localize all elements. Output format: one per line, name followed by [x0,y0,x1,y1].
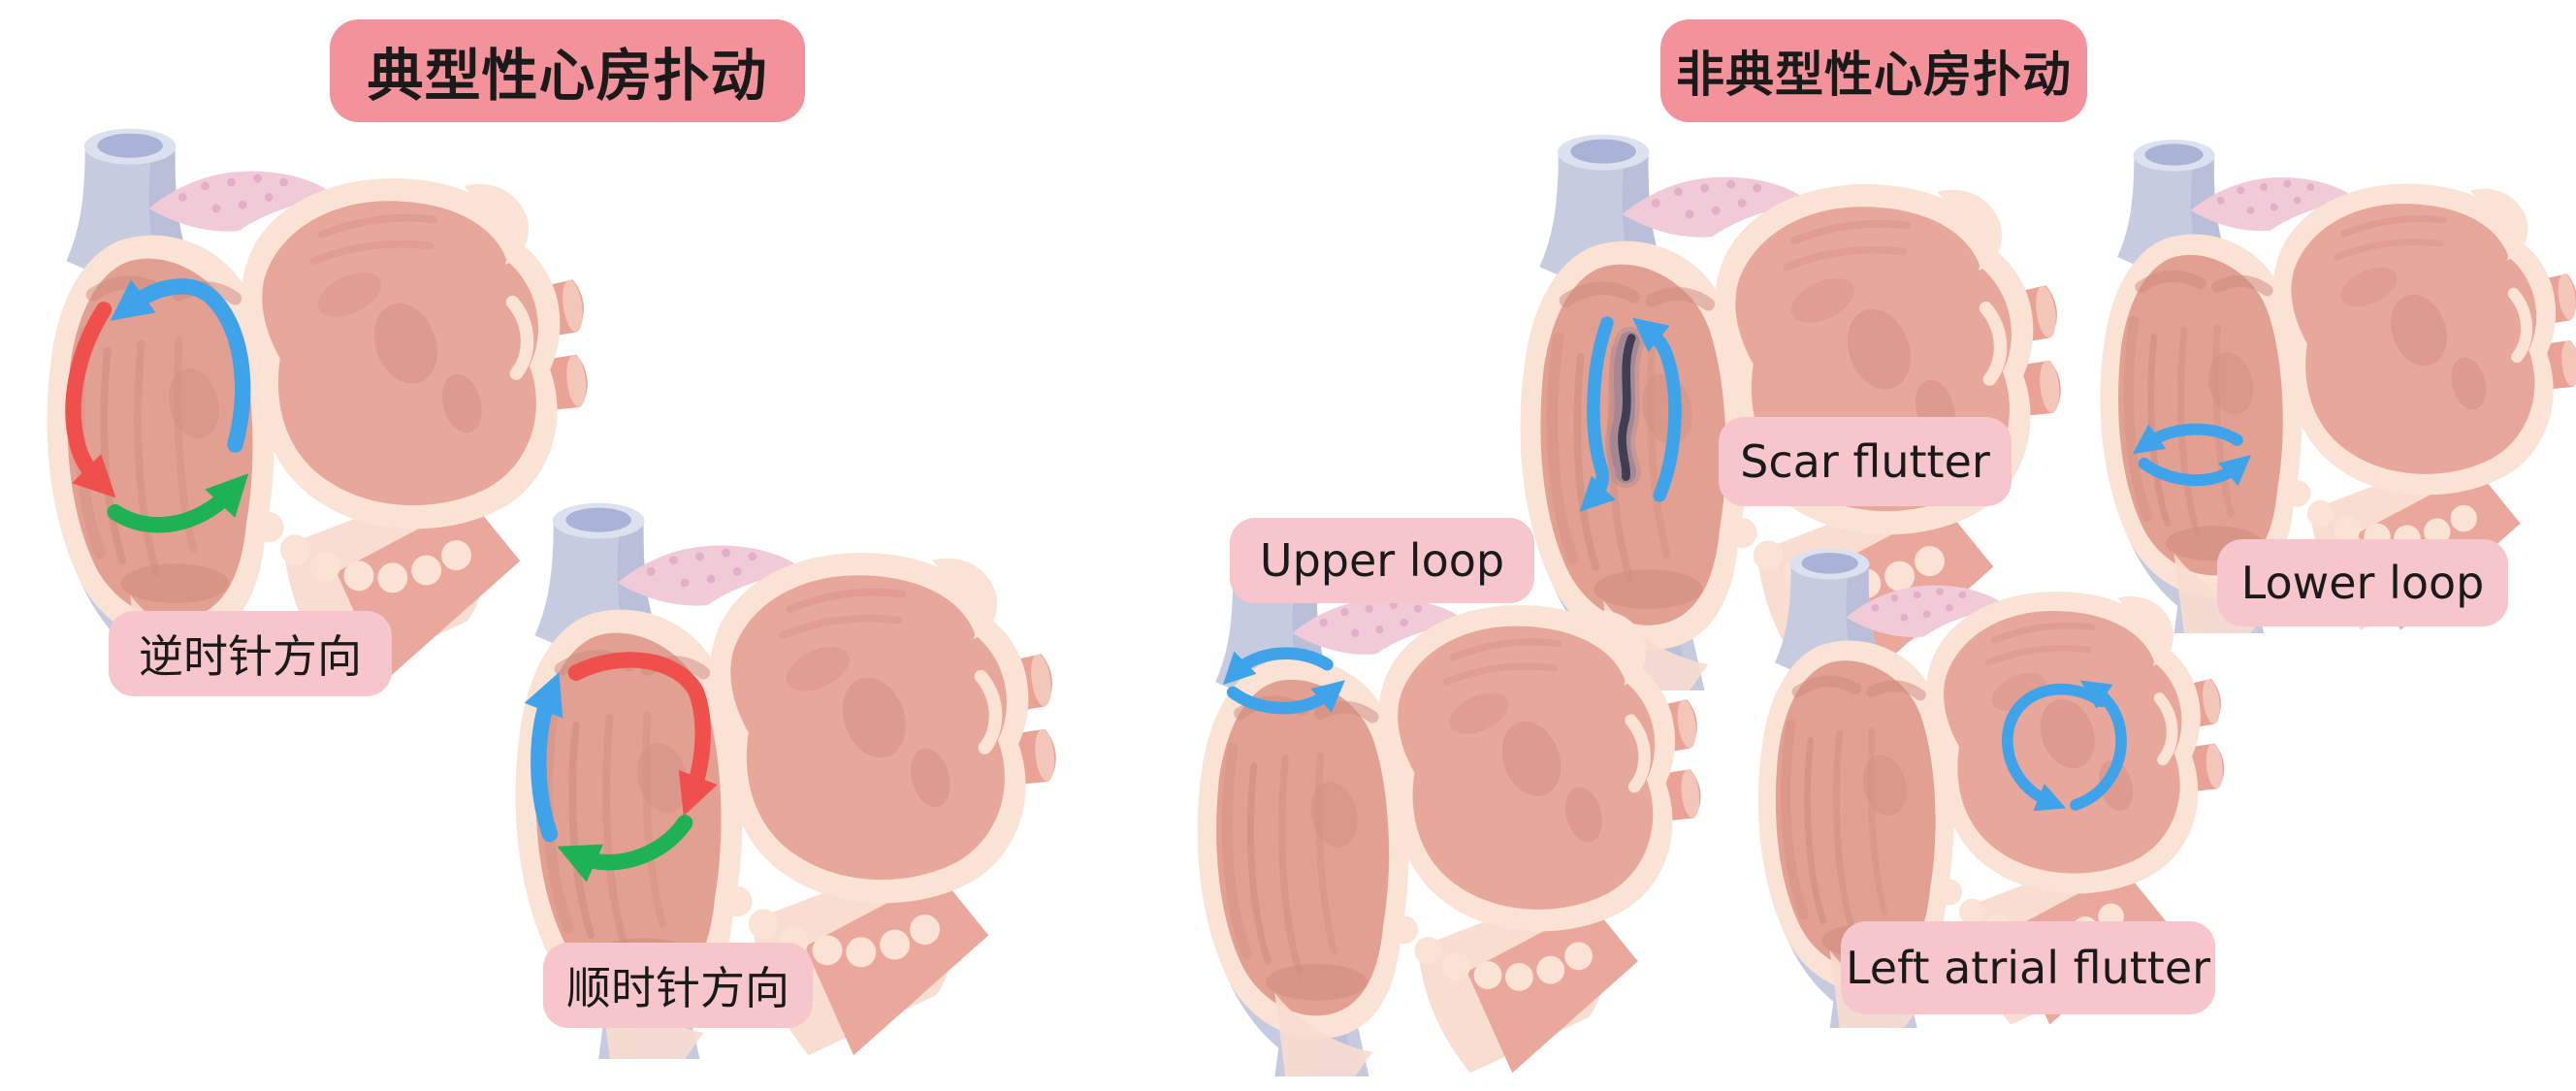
label-lower-loop: Lower loop [2217,539,2508,626]
red-arrow [567,652,718,817]
blue-arrow-up [1632,317,1682,502]
label-counterclockwise: 逆时针方向 [109,611,392,696]
blue-arrow-inner [2070,680,2127,811]
counterclockwise-loop-arrows [65,278,251,533]
left-atrial-loop-arrows [2002,680,2127,812]
blue-arrow-down [1579,316,1616,512]
blue-arrow-bottom [1226,680,1345,715]
heart-illustration-left-atrial-flutter [1736,543,2221,1028]
green-arrow [557,815,693,882]
lower-loop-arrows [2132,423,2252,487]
heart-illustration-upper-loop [1174,553,1697,1076]
blue-arrow-outer [2002,683,2108,812]
blue-arrow [524,672,564,843]
green-arrow [107,473,249,533]
blue-arrow-top [2132,423,2243,455]
heart-illustration-counterclockwise [21,122,584,685]
section-title-atypical: 非典型性心房扑动 [1660,19,2087,122]
section-title-typical: 典型性心房扑动 [330,19,805,122]
label-clockwise: 顺时针方向 [543,943,813,1028]
blue-arrow [110,278,251,453]
label-left-atrial-flutter: Left atrial flutter [1841,921,2215,1014]
upper-loop-arrows [1222,647,1345,715]
scar-loop-arrows [1579,316,1682,512]
scar-lesion [1605,326,1645,489]
red-arrow [65,302,116,498]
blue-arrow-bottom [2138,455,2252,487]
heart-illustration-scar-flutter [1495,128,2057,690]
heart-illustration-clockwise [490,497,1052,1059]
blue-arrow-top [1222,647,1334,686]
label-upper-loop: Upper loop [1230,518,1534,603]
clockwise-loop-arrows [524,652,718,882]
label-scar-flutter: Scar flutter [1719,417,2012,506]
heart-illustration-lower-loop [2077,134,2576,633]
